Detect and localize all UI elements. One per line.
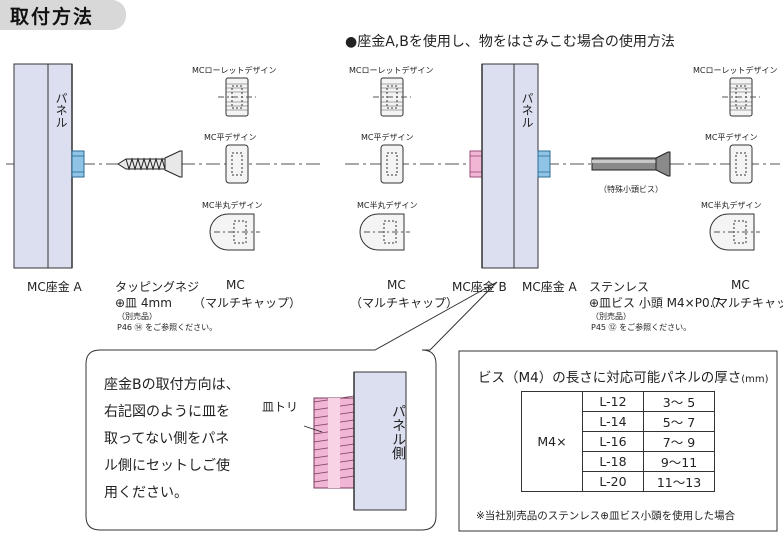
cell-length: L-20 — [582, 471, 644, 492]
table-title-text: ビス（M4）の長さに対応可能パネルの厚さ — [478, 370, 742, 386]
label-ref-p45: P45 ⑫ をご参照ください。 — [591, 323, 692, 332]
label-ref-p46: P46 ⑭ をご参照ください。 — [117, 323, 218, 332]
table-unit: (mm) — [741, 374, 769, 385]
label-multicap-middle: （マルチキャップ） — [350, 296, 459, 310]
page-title: 取付方法 — [10, 6, 95, 28]
washer-b-detail — [303, 395, 355, 489]
panel-side-label: パネル側 — [390, 404, 406, 460]
table-title: ビス（M4）の長さに対応可能パネルの厚さ(mm) — [478, 366, 769, 386]
label-sold-separately-left: （別売品） — [117, 312, 157, 321]
table-row: L-18 9〜11 — [522, 451, 715, 472]
cap-flat-left — [225, 144, 249, 184]
cap-knurled-right — [722, 77, 760, 117]
label-domed-middle: MC半丸デザイン — [357, 201, 418, 210]
panel-label-right: パネル — [520, 92, 534, 128]
label-knurled-right: MCローレットデザイン — [693, 66, 778, 75]
label-mc-middle: MC — [387, 278, 406, 292]
label-washer-b: MC座金 B — [452, 280, 507, 294]
label-flat-right: MC平デザイン — [705, 133, 758, 142]
cap-domed-left — [209, 213, 260, 251]
special-screw — [591, 151, 671, 177]
special-screw-label: （特殊小頭ビス） — [599, 185, 663, 194]
cap-knurled-middle — [373, 77, 411, 117]
cell-thickness: 5〜 7 — [643, 411, 715, 432]
cell-thickness: 9〜11 — [643, 451, 715, 472]
panel-label-left: パネル — [54, 92, 68, 128]
cap-flat-middle — [380, 144, 404, 184]
cell-thickness: 7〜 9 — [643, 431, 715, 452]
cap-knurled-left — [218, 77, 256, 117]
callout-line: ル側にセットしご使 — [104, 458, 230, 474]
label-washer-a-left: MC座金 A — [27, 280, 82, 294]
label-tapping-screw-spec: ⊕皿 4mm — [115, 296, 172, 310]
table-footnote: ※当社別売品のステンレス⊕皿ビス小頭を使用した場合 — [476, 510, 736, 522]
callout-text: 座金Bの取付方向は、 右記図のように皿を 取ってない側をパネ ル側にセットしご使… — [104, 372, 240, 507]
washer-a-left — [71, 150, 85, 178]
label-mc-left: MC — [226, 278, 245, 292]
label-mc-right: MC — [731, 278, 750, 292]
cap-flat-right — [729, 144, 753, 184]
label-sold-separately-right: （別売品） — [591, 312, 631, 321]
cell-length: L-14 — [582, 411, 644, 432]
washer-b — [469, 150, 483, 178]
callout-line: 用ください。 — [104, 485, 188, 501]
cap-domed-middle — [359, 213, 410, 251]
cap-domed-right — [709, 213, 760, 251]
label-domed-right: MC半丸デザイン — [701, 201, 762, 210]
cell-thickness: 11〜13 — [643, 471, 715, 492]
cell-length: L-16 — [582, 431, 644, 452]
chamfer-label: 皿トリ — [262, 400, 299, 414]
label-multicap-left: （マルチキャップ） — [193, 296, 302, 310]
label-stainless-spec: ⊕皿ビス 小頭 M4×P0.7 — [589, 296, 722, 310]
washer-a-right — [537, 150, 551, 178]
callout-line: 右記図のように皿を — [104, 404, 230, 420]
label-flat-left: MC平デザイン — [204, 133, 257, 142]
table-row: L-20 11〜13 — [522, 471, 715, 492]
label-washer-a-right: MC座金 A — [522, 280, 577, 294]
panel-right — [481, 63, 539, 269]
callout-line: 取ってない側をパネ — [104, 431, 230, 447]
cell-length: L-12 — [582, 391, 644, 412]
callout-line: 座金Bの取付方向は、 — [104, 377, 240, 393]
label-multicap-right: （マルチキャップ） — [704, 296, 783, 310]
label-stainless: ステンレス — [589, 280, 650, 294]
cell-thickness: 3〜 5 — [643, 391, 715, 412]
tapping-screw — [117, 150, 183, 178]
cell-length: L-18 — [582, 451, 644, 472]
row-header: M4× — [521, 391, 583, 492]
label-knurled-left: MCローレットデザイン — [192, 66, 277, 75]
panel-detail — [353, 371, 407, 511]
table-row: M4× L-12 3〜 5 — [521, 391, 715, 492]
subtitle: ●座金A,Bを使用し、物をはさみこむ場合の使用方法 — [345, 34, 675, 50]
label-domed-left: MC半丸デザイン — [202, 201, 263, 210]
label-knurled-middle: MCローレットデザイン — [349, 66, 434, 75]
label-tapping-screw: タッピングネジ — [115, 280, 200, 294]
spec-table: M4× L-12 3〜 5 L-14 5〜 7 L-16 7〜 9 L-18 9… — [521, 391, 715, 492]
table-row: L-14 5〜 7 — [522, 411, 715, 432]
label-flat-middle: MC平デザイン — [361, 133, 414, 142]
title-badge: 取付方法 — [0, 0, 126, 30]
